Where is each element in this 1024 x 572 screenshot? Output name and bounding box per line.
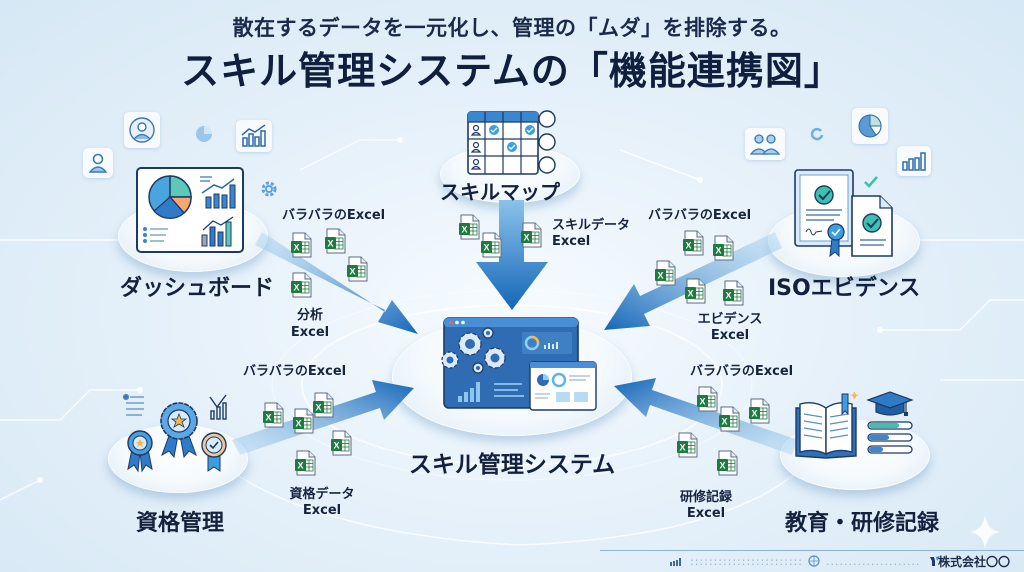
arrow-skillmap-to-center [476, 200, 548, 310]
excel-file-icon: X [684, 278, 706, 304]
svg-text:X: X [725, 291, 731, 301]
user-icon-tile [83, 148, 113, 178]
excel-file-icon: X [722, 280, 744, 306]
excel-file-icon: X [682, 230, 704, 256]
svg-text:X: X [657, 271, 663, 281]
center-label: スキル管理システム [408, 452, 616, 478]
company-logo-icon [930, 556, 940, 566]
excel-file-icon: X [294, 450, 316, 476]
excel-file-icon: X [712, 235, 734, 261]
node-label-skillmap: スキルマップ [440, 180, 560, 204]
svg-text:X: X [333, 441, 339, 451]
book-graduation-cap-icon [795, 391, 914, 459]
female-user-icon-tile [124, 112, 160, 148]
scattered-excel-label-dashboard: バラバラのExcel [282, 208, 386, 223]
excel-file-icon: X [290, 232, 312, 258]
excel-file-icon: X [290, 272, 312, 298]
svg-text:X: X [327, 239, 333, 249]
excel-file-icon: X [696, 386, 718, 412]
skill-matrix-icon [467, 110, 556, 175]
svg-text:X: X [751, 409, 757, 419]
svg-text:X: X [685, 241, 691, 251]
excel-file-icon: X [346, 256, 368, 282]
svg-text:X: X [483, 243, 489, 253]
svg-text:X: X [295, 419, 301, 429]
excel-file-icon: X [292, 408, 314, 434]
bar-chart-tile [897, 146, 931, 176]
node-label-dashboard: ダッシュボード [120, 276, 275, 301]
excel-file-icon: X [330, 430, 352, 456]
svg-text:X: X [679, 443, 685, 453]
bar-chart-tile [236, 120, 272, 152]
signal-bars-icon [670, 558, 681, 566]
excel-file-icon: X [458, 214, 480, 240]
gear-icon [261, 181, 277, 197]
excel-file-icon: X [262, 402, 284, 428]
svg-text:X: X [349, 267, 355, 277]
svg-text:X: X [315, 403, 321, 413]
node-label-iso: ISOエビデンス [768, 276, 921, 301]
excel-file-icon: X [654, 260, 676, 286]
excel-file-icon: X [312, 392, 334, 418]
dashboard-charts-icon [136, 167, 244, 253]
certificate-documents-icon [794, 169, 893, 258]
excel-label-qualification-line1: 資格データ [289, 487, 355, 502]
excel-file-icon: X [324, 228, 346, 254]
svg-text:X: X [293, 283, 299, 293]
system-dashboard-gears-icon [441, 317, 597, 411]
company-name: 株式会社〇〇 [938, 555, 1011, 569]
subtitle: 散在するデータを一元化し、管理の「ムダ」を排除する。 [232, 16, 792, 40]
excel-label-dashboard-line2: Excel [290, 325, 330, 340]
footer-dotted-line-1: :::::::::::::::::::::::: [690, 555, 803, 568]
team-icon [749, 134, 781, 155]
excel-label-iso-line2: Excel [710, 328, 750, 343]
svg-text:X: X [265, 413, 271, 423]
pie-chart-tile [852, 108, 888, 144]
excel-label-qualification-line2: Excel [302, 503, 342, 518]
footer-dotted-line-2: ..................... [826, 555, 921, 568]
user-icon [88, 153, 108, 173]
pie-chart-icon [196, 126, 212, 142]
sparkle-icon [970, 515, 1000, 549]
female-user-icon [129, 117, 155, 143]
excel-label-skillmap-line2: Excel [552, 234, 591, 249]
excel-file-icon: X [480, 232, 502, 258]
node-label-qualification: 資格管理 [136, 511, 225, 536]
scattered-excel-label-training: バラバラのExcel [690, 364, 794, 379]
excel-label-skillmap-line1: スキルデータ [552, 218, 631, 233]
scattered-excel-label-qualification: バラバラのExcel [243, 364, 347, 379]
svg-text:X: X [721, 417, 727, 427]
svg-text:X: X [297, 461, 303, 471]
bar-chart-icon [902, 152, 926, 171]
excel-file-icon: X [716, 450, 738, 476]
excel-file-icon: X [520, 222, 542, 248]
footer-divider [600, 550, 1024, 551]
pie-chart-icon [858, 114, 882, 138]
team-icon-tile [745, 128, 785, 160]
node-label-training: 教育・研修記録 [785, 511, 940, 536]
excel-file-icon: X [748, 398, 770, 424]
scattered-excel-label-iso: バラバラのExcel [648, 208, 752, 223]
page-title: スキル管理システムの「機能連携図」 [181, 49, 843, 93]
excel-file-icon: X [718, 406, 740, 432]
svg-text:X: X [293, 243, 299, 253]
svg-text:X: X [687, 289, 693, 299]
excel-label-training-line1: 研修記録 [679, 490, 732, 505]
svg-text:X: X [715, 246, 721, 256]
globe-icon [808, 555, 820, 567]
svg-text:X: X [699, 397, 705, 407]
excel-file-icon: X [676, 432, 698, 458]
excel-label-iso-line1: エビデンス [697, 312, 763, 327]
svg-text:X: X [523, 233, 529, 243]
growth-chart-icon [241, 124, 266, 147]
excel-label-training-line2: Excel [686, 506, 726, 521]
svg-text:X: X [719, 461, 725, 471]
award-badges-icon [122, 393, 227, 473]
svg-text:X: X [461, 225, 467, 235]
refresh-icon [810, 127, 824, 141]
arrow-training-to-center [614, 378, 798, 455]
excel-label-dashboard-line1: 分析 [296, 308, 323, 323]
